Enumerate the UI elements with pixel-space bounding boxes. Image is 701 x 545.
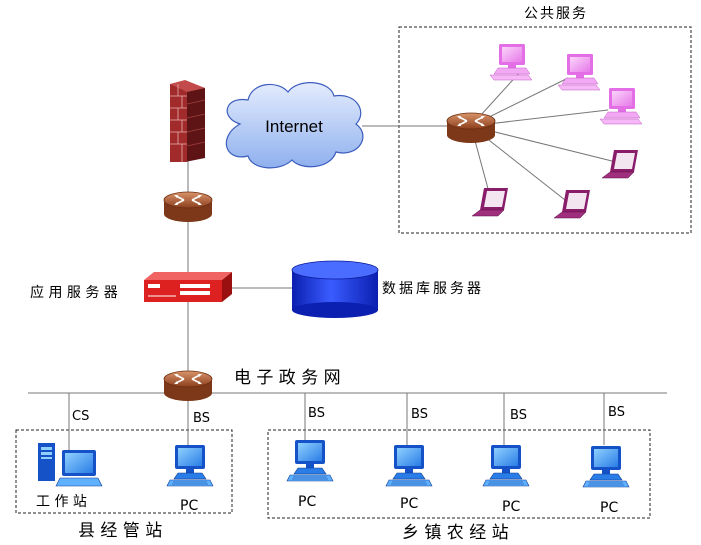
- pc-icon: [482, 444, 530, 487]
- county-station-label: 县 经 管 站: [78, 521, 162, 541]
- router-upper-icon: [163, 191, 213, 223]
- public-laptop-icon: [553, 189, 591, 219]
- bs-label: BS: [411, 407, 428, 422]
- public-laptop-icon: [471, 187, 509, 217]
- bs-label: BS: [193, 411, 210, 426]
- pc-icon: [286, 439, 334, 482]
- pc-icon: [166, 444, 214, 487]
- public-service-area: [398, 26, 692, 234]
- town-station-area: [267, 429, 651, 519]
- firewall-icon: [170, 80, 206, 162]
- app-server-label: 应 用 服 务 器: [30, 284, 118, 301]
- public-monitor-icon: [489, 43, 533, 81]
- pc-label: PC: [400, 496, 418, 512]
- router-public-icon: [446, 112, 496, 144]
- egov-network-label: 电 子 政 务 网: [234, 368, 341, 388]
- application-server-icon: [144, 272, 232, 302]
- database-server-icon: [291, 260, 379, 318]
- workstation-label: 工 作 站: [36, 494, 87, 510]
- connection-lines: [28, 71, 667, 462]
- public-monitor-icon: [599, 87, 643, 125]
- bs-label: BS: [608, 405, 625, 420]
- internet-cloud-icon: Internet: [225, 82, 364, 169]
- county-station-area: [15, 429, 233, 514]
- pc-label: PC: [600, 500, 618, 516]
- public-monitor-icon: [557, 53, 601, 91]
- pc-label: PC: [298, 494, 316, 510]
- workstation-icon: [38, 443, 103, 487]
- bs-label: BS: [510, 408, 527, 423]
- pc-icon: [385, 444, 433, 487]
- cs-label: CS: [72, 409, 89, 424]
- internet-label: Internet: [265, 117, 323, 136]
- pc-icon: [582, 445, 630, 488]
- router-lower-icon: [163, 370, 213, 402]
- pc-label: PC: [502, 499, 520, 515]
- public-laptop-icon: [601, 149, 639, 179]
- town-station-label: 乡 镇 农 经 站: [402, 523, 509, 543]
- db-server-label: 数据库服务器: [382, 281, 484, 297]
- bs-label: BS: [308, 406, 325, 421]
- public-service-label: 公共服务: [524, 6, 588, 22]
- pc-label: PC: [180, 498, 198, 514]
